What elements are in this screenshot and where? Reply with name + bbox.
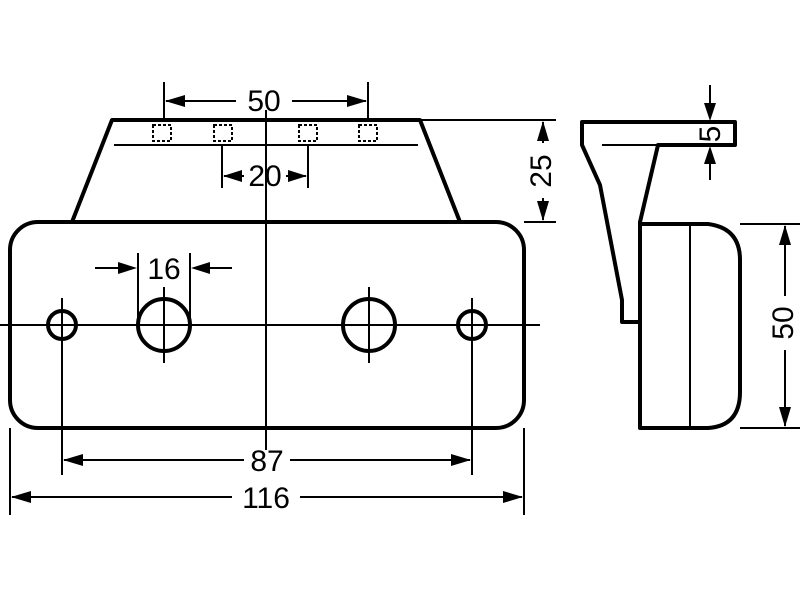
dim-flange-thickness-label: 5 — [694, 126, 727, 143]
dim-hole-diameter: 16 — [95, 253, 232, 325]
side-view — [580, 120, 742, 430]
dim-side-height-label: 50 — [767, 306, 800, 339]
dim-side-height: 50 — [740, 223, 800, 429]
dim-overall-width-label: 116 — [242, 482, 290, 515]
dim-flange-thickness: 5 — [694, 85, 735, 180]
side-lamp-body — [638, 222, 742, 430]
dim-bracket-height: 25 — [420, 119, 558, 223]
dim-mount-spacing-label: 50 — [247, 85, 280, 118]
dim-hole-spacing-label: 87 — [250, 445, 283, 478]
dim-lamp-spacing: 20 — [221, 145, 309, 193]
dim-hole-diameter-label: 16 — [147, 253, 180, 286]
mount-stud-1 — [152, 124, 172, 142]
dim-bracket-height-label: 25 — [525, 154, 558, 187]
dim-mount-spacing: 50 — [163, 82, 369, 122]
mount-stud-2 — [213, 124, 233, 142]
dim-overall-width: 116 — [9, 428, 525, 515]
mount-stud-4 — [358, 124, 378, 142]
mount-stud-3 — [298, 124, 318, 142]
dim-hole-spacing: 87 — [63, 445, 471, 478]
dim-lamp-spacing-label: 20 — [248, 160, 281, 193]
